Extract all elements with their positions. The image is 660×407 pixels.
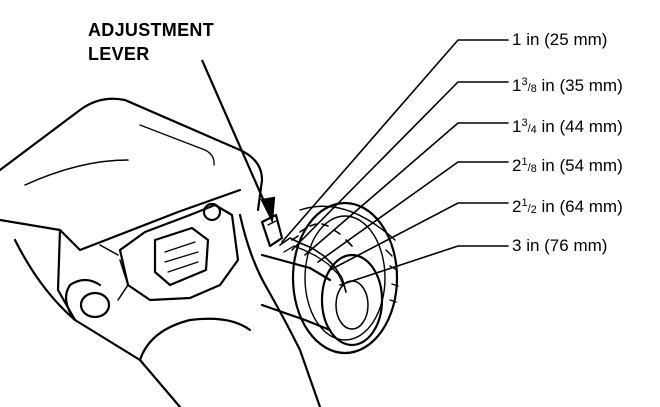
callout-line-5 (339, 245, 509, 286)
height-fraction: 1/8 (521, 156, 537, 175)
height-fraction: 3/4 (521, 117, 537, 136)
height-label-1: 13/8 in (35 mm) (512, 72, 623, 99)
fraction-numerator: 1 (521, 197, 528, 209)
height-whole: 1 (512, 117, 522, 136)
fraction-numerator: 3 (521, 117, 528, 129)
height-label-4: 21/2 in (64 mm) (512, 193, 623, 220)
height-whole: 1 (512, 30, 522, 49)
height-label-0: 1 in (25 mm) (512, 30, 607, 50)
callout-line-3 (317, 161, 509, 263)
height-whole: 1 (512, 76, 522, 95)
mower-deck (13, 213, 332, 407)
fraction-slash: / (527, 162, 531, 174)
height-text: in (44 mm) (536, 117, 623, 136)
adjustment-lever-label: ADJUSTMENT LEVER (88, 18, 214, 66)
fraction-denominator: 2 (530, 204, 537, 216)
adjustment-lever-line1: ADJUSTMENT (88, 20, 215, 40)
height-text: in (54 mm) (536, 156, 623, 175)
fraction-slash: / (527, 82, 531, 94)
fraction-denominator: 8 (530, 163, 537, 175)
fraction-slash: / (527, 123, 531, 135)
lever-arrow (200, 59, 276, 224)
callout-lines (281, 39, 509, 286)
height-fraction: 3/8 (521, 76, 537, 95)
fraction-numerator: 1 (521, 156, 528, 168)
height-whole: 3 (512, 236, 522, 255)
height-whole: 2 (512, 156, 522, 175)
height-whole: 2 (512, 197, 522, 216)
fraction-denominator: 8 (530, 83, 537, 95)
height-fraction: 1/2 (521, 197, 537, 216)
callout-line-4 (329, 202, 509, 271)
fraction-numerator: 3 (521, 76, 528, 88)
callout-line-1 (291, 81, 509, 251)
callout-line-0 (281, 39, 509, 243)
height-text: in (76 mm) (521, 236, 608, 255)
adjustment-lever-line2: LEVER (88, 44, 150, 64)
engine-block (99, 202, 240, 302)
height-label-5: 3 in (76 mm) (512, 236, 607, 256)
fraction-slash: / (527, 203, 531, 215)
rear-wheel (291, 201, 399, 355)
fraction-denominator: 4 (530, 124, 537, 136)
height-label-2: 13/4 in (44 mm) (512, 113, 623, 140)
height-text: in (25 mm) (521, 30, 608, 49)
engine-cover (0, 97, 264, 322)
height-label-3: 21/8 in (54 mm) (512, 152, 623, 179)
callout-line-2 (304, 122, 509, 256)
lever-assembly (260, 213, 347, 293)
height-text: in (35 mm) (536, 76, 623, 95)
height-text: in (64 mm) (536, 197, 623, 216)
